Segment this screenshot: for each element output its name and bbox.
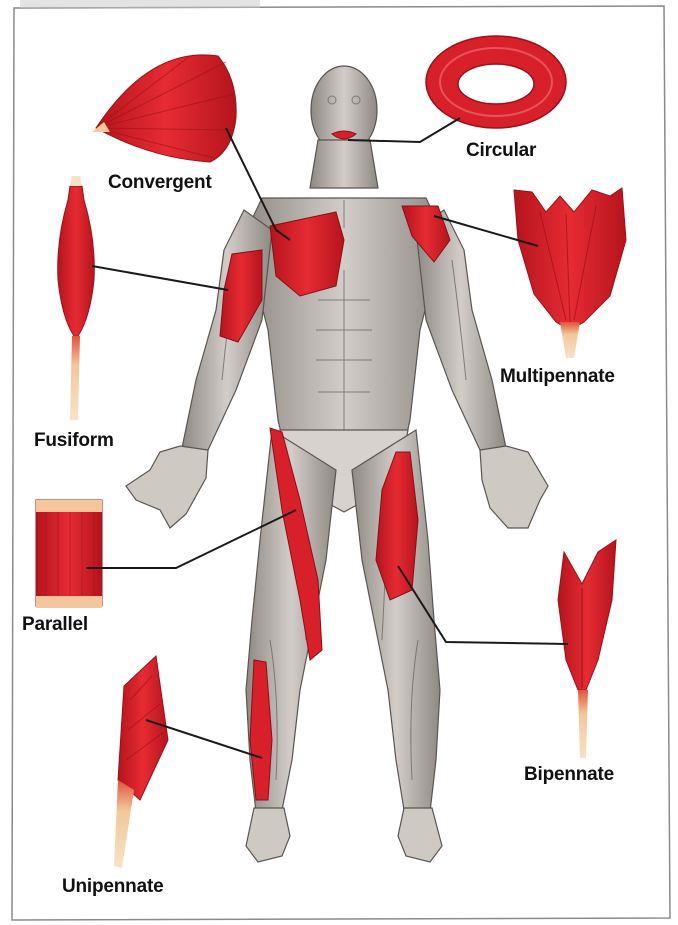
fusiform-muscle-illustration: [58, 176, 95, 420]
label-bipennate: Bipennate: [524, 764, 614, 786]
leader-fusiform: [92, 266, 228, 290]
convergent-muscle-illustration: [92, 55, 236, 162]
label-fusiform: Fusiform: [34, 430, 114, 452]
label-convergent: Convergent: [108, 172, 212, 194]
right-foot: [246, 808, 290, 862]
right-hand: [126, 446, 208, 528]
top-scan-strip: [20, 0, 260, 8]
left-hand: [480, 446, 548, 528]
bipennate-muscle-illustration: [558, 540, 616, 758]
left-foot: [398, 808, 442, 862]
label-unipennate: Unipennate: [62, 876, 163, 898]
parallel-muscle-illustration: [36, 500, 102, 608]
label-multipennate: Multipennate: [500, 366, 615, 388]
label-parallel: Parallel: [22, 614, 88, 636]
circular-muscle-illustration: [426, 36, 566, 128]
neck: [310, 140, 378, 188]
label-circular: Circular: [466, 140, 536, 162]
multipennate-muscle-illustration: [514, 188, 626, 358]
unipennate-muscle-illustration: [114, 656, 168, 868]
